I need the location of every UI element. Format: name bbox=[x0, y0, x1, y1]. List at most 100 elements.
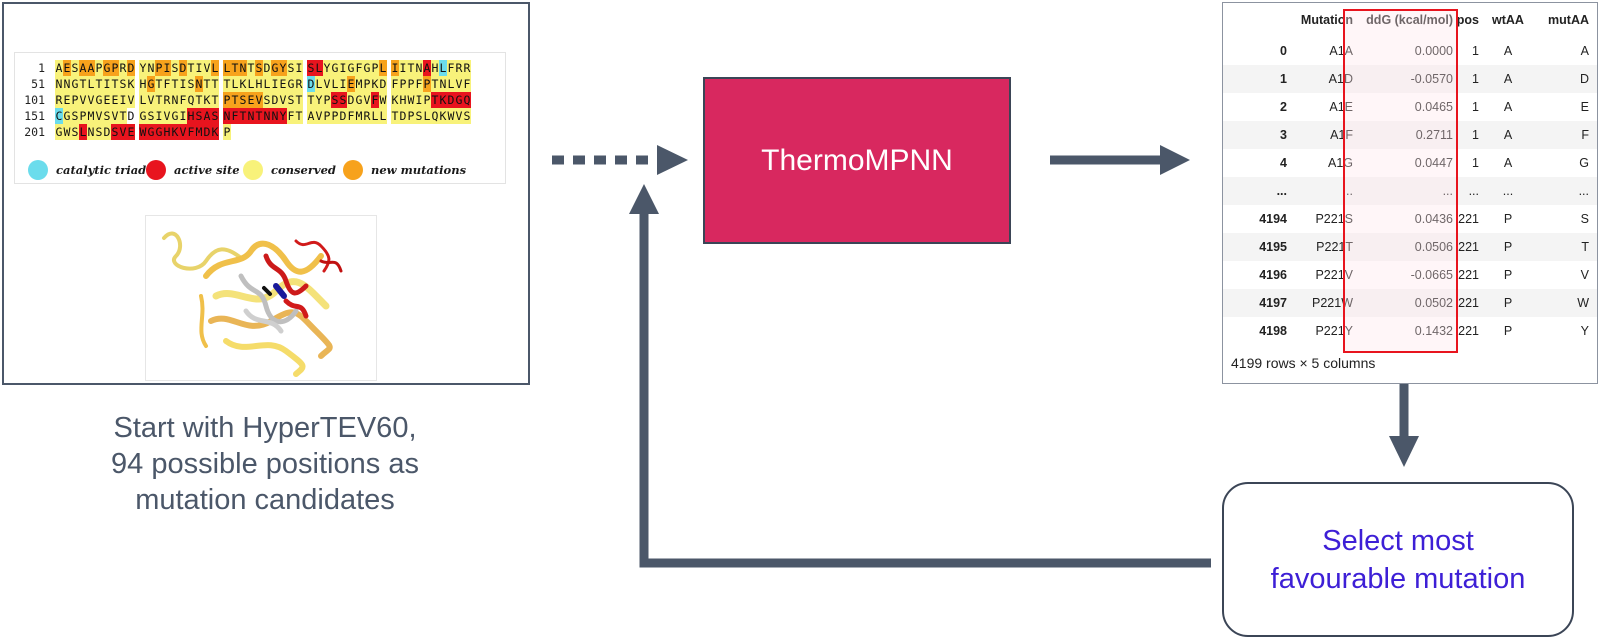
residue: P bbox=[323, 92, 331, 108]
residue: T bbox=[391, 108, 399, 124]
residue: A bbox=[307, 108, 315, 124]
legend-item: conserved bbox=[243, 158, 336, 182]
residue: I bbox=[119, 92, 127, 108]
residue: N bbox=[55, 76, 63, 92]
residue: G bbox=[71, 76, 79, 92]
residue: N bbox=[171, 92, 179, 108]
table-cell: A bbox=[1503, 100, 1513, 114]
residue: F bbox=[163, 76, 171, 92]
legend-swatch bbox=[343, 160, 363, 180]
residue: C bbox=[55, 108, 63, 124]
residue: N bbox=[271, 108, 279, 124]
residue: D bbox=[263, 60, 271, 76]
table-cell: W bbox=[1577, 296, 1589, 310]
residue: W bbox=[139, 124, 147, 140]
residue: I bbox=[103, 76, 111, 92]
residue: V bbox=[163, 108, 171, 124]
table-cell: 221 bbox=[1458, 268, 1479, 282]
residue: V bbox=[127, 92, 135, 108]
residue: P bbox=[155, 60, 163, 76]
table-cell: 221 bbox=[1458, 212, 1479, 226]
residue: M bbox=[87, 108, 95, 124]
residue: T bbox=[231, 60, 239, 76]
residue: V bbox=[79, 92, 87, 108]
residue: T bbox=[307, 92, 315, 108]
column-header: mutAA bbox=[1548, 13, 1589, 27]
residue: L bbox=[439, 60, 447, 76]
sequence-block: IITNAHLFRR bbox=[391, 60, 471, 76]
residue: I bbox=[339, 76, 347, 92]
residue: K bbox=[211, 124, 219, 140]
residue: P bbox=[79, 108, 87, 124]
residue: I bbox=[391, 60, 399, 76]
residue: V bbox=[323, 76, 331, 92]
sequence-block: P bbox=[223, 124, 231, 140]
table-cell: G bbox=[1579, 156, 1589, 170]
residue: G bbox=[95, 92, 103, 108]
row-index: 3 bbox=[1280, 128, 1287, 142]
residue: V bbox=[455, 76, 463, 92]
sequence-block: LVTRNFQTKT bbox=[139, 92, 219, 108]
residue: F bbox=[187, 124, 195, 140]
table-cell: 1 bbox=[1472, 100, 1479, 114]
residue: V bbox=[255, 92, 263, 108]
select-line: favourable mutation bbox=[1270, 562, 1526, 595]
residue: G bbox=[347, 60, 355, 76]
residue: V bbox=[203, 60, 211, 76]
sequence-block: YNPISDTIVL bbox=[139, 60, 219, 76]
residue: E bbox=[103, 92, 111, 108]
residue: V bbox=[87, 92, 95, 108]
residue: S bbox=[71, 108, 79, 124]
column-header: pos bbox=[1456, 13, 1479, 27]
row-index: 4198 bbox=[1259, 324, 1287, 338]
residue: P bbox=[323, 108, 331, 124]
residue: A bbox=[79, 60, 87, 76]
residue: T bbox=[431, 76, 439, 92]
legend-label: new mutations bbox=[371, 163, 467, 177]
table-cell: P bbox=[1503, 324, 1513, 338]
residue: T bbox=[195, 92, 203, 108]
residue: T bbox=[247, 60, 255, 76]
sequence-block: TLKLHLIEGR bbox=[223, 76, 303, 92]
sequence-block: GSIVGIHSAS bbox=[139, 108, 219, 124]
residue: N bbox=[439, 76, 447, 92]
table-cell: P221W bbox=[1312, 296, 1353, 310]
residue: L bbox=[247, 76, 255, 92]
residue: S bbox=[171, 60, 179, 76]
residue: A bbox=[423, 60, 431, 76]
residue: P bbox=[363, 76, 371, 92]
column-header: ddG (kcal/mol) bbox=[1366, 13, 1453, 27]
sequence-block: FPPFPTNLVF bbox=[391, 76, 471, 92]
table-cell: F bbox=[1581, 128, 1589, 142]
dotted-arrow-head bbox=[657, 145, 688, 175]
residue: P bbox=[71, 92, 79, 108]
residue: L bbox=[139, 92, 147, 108]
sequence-block: AVPPDFMRLL bbox=[307, 108, 387, 124]
protein-structure-image bbox=[145, 215, 377, 381]
table-cell: P bbox=[1503, 268, 1513, 282]
residue: D bbox=[339, 108, 347, 124]
legend-label: catalytic triad bbox=[56, 163, 147, 177]
table-cell: 221 bbox=[1458, 296, 1479, 310]
residue: I bbox=[195, 60, 203, 76]
sequence-block: GWSLNSDSVE bbox=[55, 124, 135, 140]
residue: S bbox=[331, 92, 339, 108]
residue: G bbox=[147, 124, 155, 140]
residue: L bbox=[423, 108, 431, 124]
row-index: 1 bbox=[1280, 72, 1287, 86]
residue: D bbox=[127, 109, 135, 123]
output-arrow-head bbox=[1160, 145, 1190, 175]
table-cell: A bbox=[1503, 156, 1513, 170]
residue: L bbox=[231, 76, 239, 92]
residue: M bbox=[355, 108, 363, 124]
residue: T bbox=[211, 76, 219, 92]
table-cell: P bbox=[1503, 212, 1513, 226]
residue: S bbox=[415, 108, 423, 124]
